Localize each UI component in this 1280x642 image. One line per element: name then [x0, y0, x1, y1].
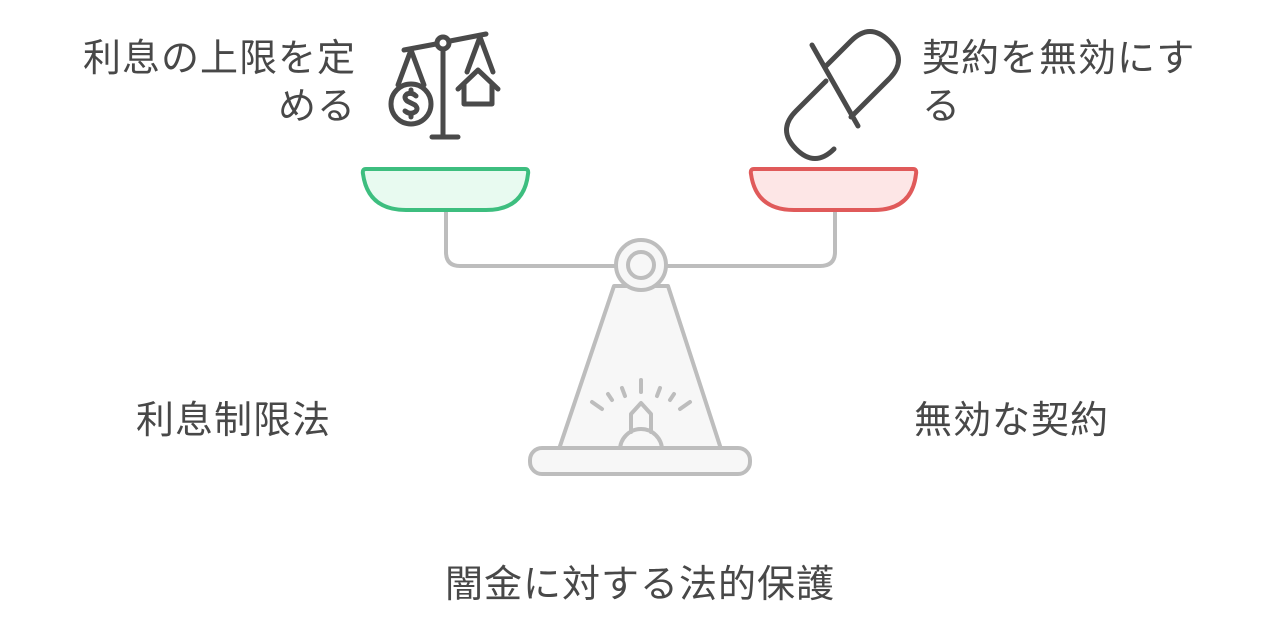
broken-capsule-icon — [784, 29, 901, 161]
left-description-line1: 利息の上限を定 — [82, 36, 356, 80]
left-label: 利息制限法 — [136, 398, 332, 442]
right-label: 無効な契約 — [914, 398, 1110, 442]
right-pan — [748, 167, 919, 212]
left-description-line2: める — [277, 84, 356, 128]
right-description: 契約を無効にす る — [922, 34, 1262, 130]
left-description: 利息の上限を定 める — [34, 34, 356, 130]
pivot-inner — [626, 250, 656, 280]
right-description-line2: る — [922, 84, 962, 128]
left-pan — [360, 167, 531, 212]
alarm-light-icon — [590, 378, 692, 452]
scale-base — [528, 446, 752, 476]
diagram-title: 闇金に対する法的保護 — [444, 562, 835, 606]
balance-scale-dollar-house-icon — [388, 31, 501, 140]
right-description-line1: 契約を無効にす — [922, 36, 1196, 80]
